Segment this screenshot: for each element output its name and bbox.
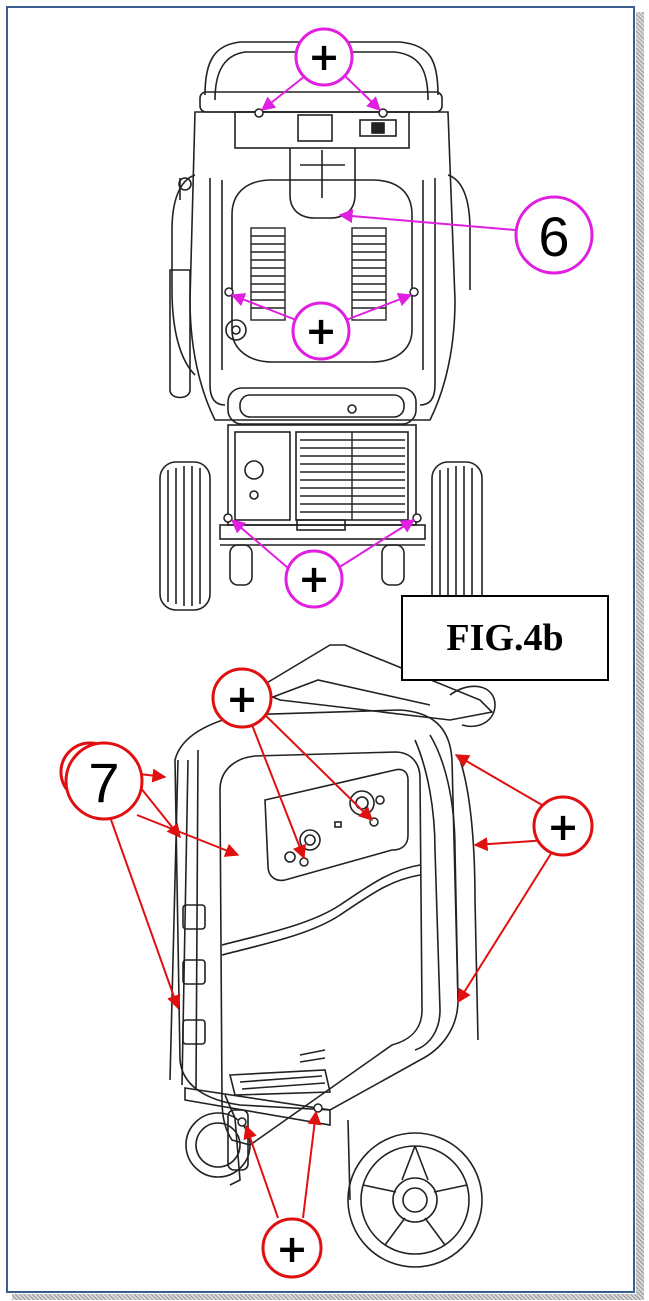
front-view-machine: [169, 41, 471, 586]
page-shadow-right: [636, 12, 644, 1296]
front-view-wheels: [159, 461, 483, 611]
magenta-plus-callout: +: [291, 301, 351, 361]
magenta-plus-callout: +: [284, 549, 344, 609]
svg-text:+: +: [298, 557, 330, 601]
figure-label: FIG.4b: [401, 595, 609, 681]
svg-text:+: +: [305, 309, 337, 353]
side-view-machine: [169, 644, 496, 1268]
front-callout-arrows: [230, 75, 516, 569]
side-view-grille: [228, 1049, 331, 1096]
svg-text:7: 7: [88, 751, 119, 814]
svg-text:+: +: [308, 35, 340, 79]
page-shadow-bottom: [12, 1294, 644, 1300]
red-plus-callout: +: [532, 795, 594, 857]
svg-text:6: 6: [538, 205, 569, 268]
side-callout-arrows: [103, 706, 553, 1219]
callout-number-6: 6: [514, 195, 594, 275]
number-seven-callout: 7: [64, 741, 144, 821]
svg-text:+: +: [276, 1227, 308, 1271]
front-view-louvers: [250, 227, 405, 520]
red-plus-callout: +: [211, 667, 273, 729]
magenta-plus-callout: +: [294, 27, 354, 87]
svg-text:+: +: [226, 677, 258, 721]
red-plus-callout: +: [261, 1217, 323, 1279]
svg-text:+: +: [547, 805, 579, 849]
front-screws: [223, 108, 422, 523]
